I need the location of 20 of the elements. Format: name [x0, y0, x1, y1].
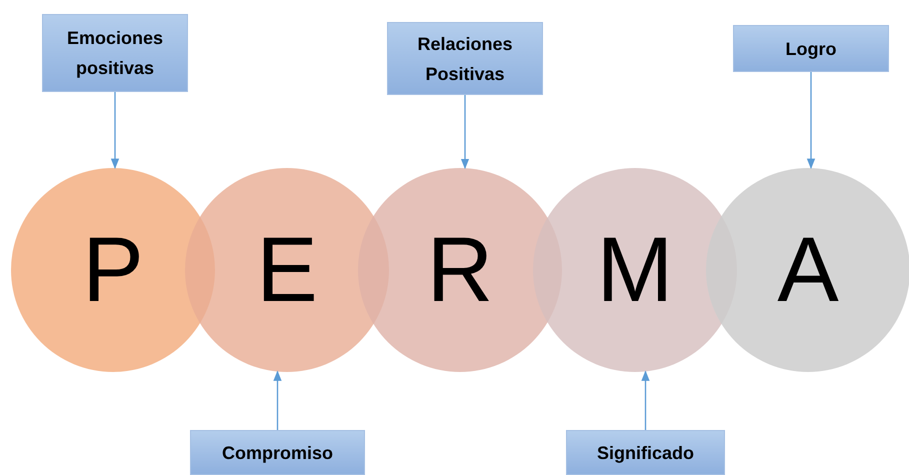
box-label: Emociones positivas [66, 27, 164, 80]
label-box [387, 22, 543, 95]
box-label: Relaciones Positivas [416, 32, 514, 86]
letter: R [426, 224, 494, 316]
arrow [273, 370, 282, 430]
letter: M [596, 224, 674, 316]
letter: E [256, 224, 318, 316]
arrow [460, 95, 470, 170]
letter: P [82, 224, 144, 316]
label-box [190, 430, 365, 475]
box-label: Compromiso [222, 442, 333, 465]
box-label: Significado [596, 442, 694, 465]
label-box [42, 14, 188, 92]
box-label: Logro [786, 38, 836, 61]
letter: A [777, 224, 839, 316]
arrow [641, 370, 650, 430]
arrow [806, 72, 816, 170]
arrow [110, 92, 120, 170]
label-box [733, 25, 889, 72]
label-box [566, 430, 725, 475]
